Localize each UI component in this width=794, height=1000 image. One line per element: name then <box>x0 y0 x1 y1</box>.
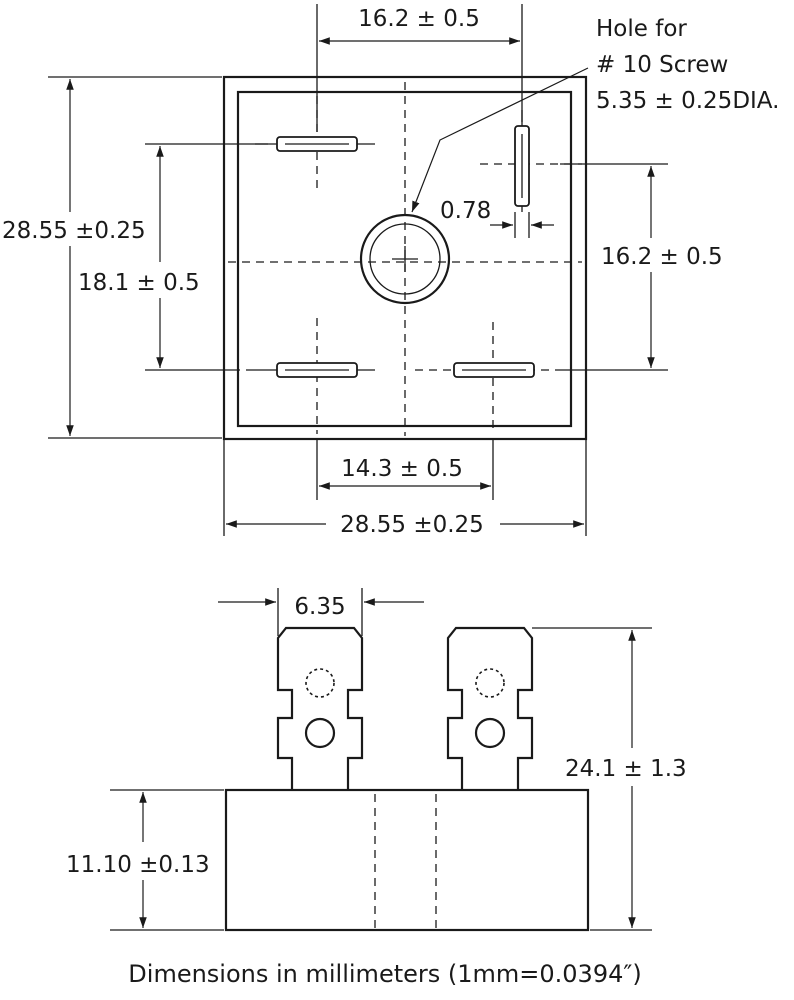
dim-bottom-28-55-label: 28.55 ±0.25 <box>340 512 484 538</box>
top-body-outer <box>222 75 588 441</box>
terminal-bottom-left <box>246 318 375 434</box>
side-body <box>224 788 590 932</box>
dim-right-16-2-label: 16.2 ± 0.5 <box>601 244 723 270</box>
side-terminal-right <box>446 626 534 790</box>
terminal-bottom-right <box>415 322 560 434</box>
units-caption: Dimensions in millimeters (1mm=0.0394″) <box>128 960 641 988</box>
hole-note-line1: Hole for <box>596 16 687 42</box>
dim-bottom-14-3-label: 14.3 ± 0.5 <box>341 456 463 482</box>
dim-11-10: 11.10 ±0.13 <box>62 789 224 931</box>
terminal-top-left <box>255 96 375 190</box>
dim-11-10-label: 11.10 ±0.13 <box>66 852 210 878</box>
top-view: 16.2 ± 0.5 Hole for # 10 Screw 5.35 ± 0.… <box>0 4 779 538</box>
dim-left-28-55: 28.55 ±0.25 <box>0 76 222 439</box>
hole-note-line3: 5.35 ± 0.25DIA. <box>596 88 779 114</box>
dim-left-18-1-label: 18.1 ± 0.5 <box>78 270 200 296</box>
dim-top-16-2-label: 16.2 ± 0.5 <box>358 6 480 32</box>
side-view: 6.35 24.1 ± 1.3 11.10 ±0.13 <box>62 588 712 932</box>
hole-leader <box>411 67 589 213</box>
dim-right-16-2: 16.2 ± 0.5 <box>560 163 770 371</box>
hole-note-line2: # 10 Screw <box>596 52 728 78</box>
dim-24-1: 24.1 ± 1.3 <box>532 627 712 931</box>
mounting-hole <box>359 213 451 305</box>
dim-left-18-1: 18.1 ± 0.5 <box>76 143 268 371</box>
dim-bottom-14-3: 14.3 ± 0.5 <box>316 440 494 500</box>
dim-left-28-55-label: 28.55 ±0.25 <box>2 218 146 244</box>
dim-top-16-2: 16.2 ± 0.5 <box>316 4 523 132</box>
terminal-top-right <box>480 110 582 212</box>
dim-24-1-label: 24.1 ± 1.3 <box>565 756 687 782</box>
dim-bottom-28-55: 28.55 ±0.25 <box>223 440 587 538</box>
side-terminal-left <box>276 626 364 790</box>
dim-6-35-label: 6.35 <box>294 594 345 620</box>
dim-0-78-label: 0.78 <box>440 198 491 224</box>
hole-note: Hole for # 10 Screw 5.35 ± 0.25DIA. <box>596 16 779 114</box>
dim-0-78: 0.78 <box>440 198 554 238</box>
dim-6-35: 6.35 <box>218 588 424 636</box>
